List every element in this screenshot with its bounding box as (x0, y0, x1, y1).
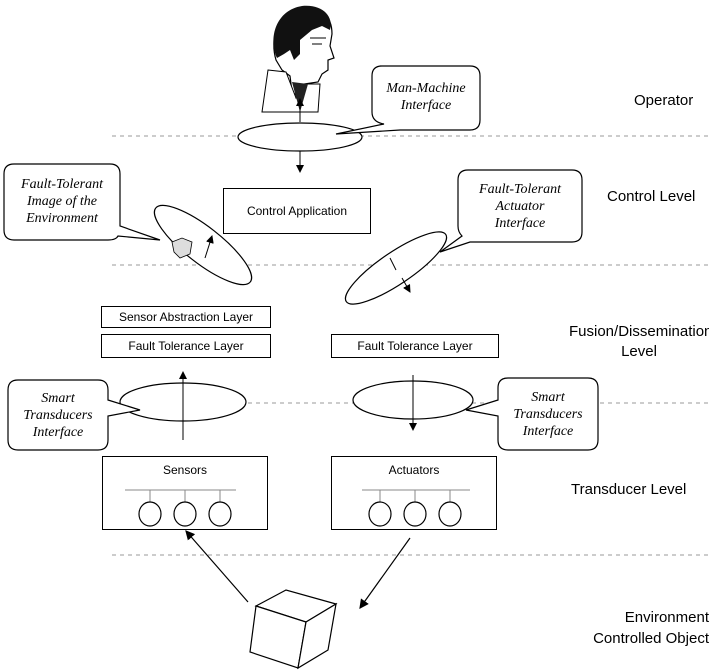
actuators-box: Actuators (331, 456, 497, 530)
level-control-label: Control Level (607, 188, 696, 205)
smart-transducer-interface-left-node (119, 371, 247, 440)
sensors-box: Sensors (102, 456, 268, 530)
actuators-label: Actuators (388, 463, 440, 477)
operator-head-icon (261, 5, 335, 113)
smart-transducer-interface-right-node (352, 375, 474, 431)
ft-actuator-interface-node (344, 231, 448, 305)
level-environment-line1: Environment (624, 609, 709, 626)
callout-smart-transducer-left (7, 379, 141, 451)
callout-smart-transducer-right (465, 377, 599, 451)
level-fusion-line2: Level (621, 343, 657, 360)
fault-tolerance-layer-right-box: Fault Tolerance Layer (331, 334, 499, 358)
level-fusion-line1: Fusion/Dissemination (569, 323, 709, 340)
man-machine-interface-node (237, 98, 363, 173)
fault-tolerance-layer-left-box: Fault Tolerance Layer (101, 334, 271, 358)
sensor-abstraction-layer-box: Sensor Abstraction Layer (101, 306, 271, 328)
level-environment-line2: Controlled Object (593, 630, 709, 647)
callout-ft-image (3, 163, 161, 241)
callout-man-machine (335, 65, 481, 135)
controlled-object-cube-icon (249, 589, 338, 670)
callout-ft-actuator (439, 169, 583, 253)
level-transducer-label: Transducer Level (571, 481, 687, 498)
level-operator-label: Operator (634, 92, 694, 109)
level-environment-label: Environment Controlled Object (569, 607, 709, 649)
sensors-label: Sensors (162, 463, 208, 477)
control-application-box: Control Application (223, 188, 371, 234)
arrow-object-to-sensors (185, 530, 249, 603)
arrow-actuators-to-object (359, 537, 411, 609)
ft-image-interface-node (153, 204, 253, 286)
level-fusion-label: Fusion/Dissemination Level (569, 322, 709, 362)
